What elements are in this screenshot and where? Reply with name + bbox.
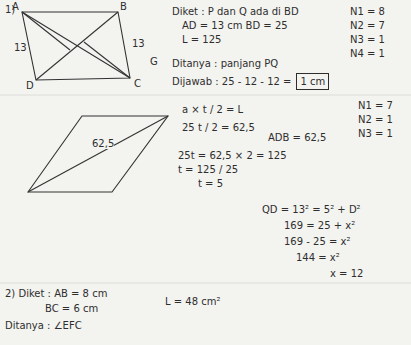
handwritten-note: N4 = 1	[350, 48, 385, 59]
answer-box: 1 cm	[296, 73, 329, 90]
handwritten-note: N2 = 1	[358, 114, 393, 125]
handwritten-note: N2 = 7	[350, 20, 385, 31]
handwritten-note: 13	[14, 42, 27, 53]
handwritten-note: Ditanya : panjang PQ	[172, 58, 278, 69]
handwritten-note: 13	[132, 38, 145, 49]
handwritten-note: N1 = 7	[358, 100, 393, 111]
handwritten-note: QD = 13² = 5² + D²	[262, 204, 361, 215]
handwritten-note: a × t / 2 = L	[182, 104, 243, 115]
handwritten-note: AD = 13 cm BD = 25	[182, 20, 288, 31]
handwritten-note: 2) Diket : AB = 8 cm	[5, 288, 107, 299]
handwritten-note: 144 = x²	[296, 252, 340, 263]
handwritten-note: Ditanya : ∠EFC	[5, 320, 82, 331]
handwritten-note: 62,5	[92, 138, 114, 149]
handwritten-note: t = 5	[198, 178, 223, 189]
handwritten-note: A	[12, 1, 19, 12]
handwritten-note: 25t = 62,5 × 2 = 125	[178, 150, 287, 161]
handwritten-note: D	[26, 80, 34, 91]
handwritten-note: ADB = 62,5	[268, 132, 326, 143]
handwritten-note: L = 125	[182, 34, 221, 45]
handwritten-note: 169 - 25 = x²	[284, 236, 350, 247]
ruled-lines	[0, 95, 411, 283]
handwritten-note: N3 = 1	[350, 34, 385, 45]
parallelogram-figure	[22, 12, 130, 80]
parallelogram-sketch	[28, 116, 168, 192]
handwritten-note: G	[150, 56, 158, 67]
handwritten-note: C	[134, 78, 141, 89]
handwritten-note: Dijawab : 25 - 12 - 12 =	[172, 76, 291, 87]
handwritten-note: 25 t / 2 = 62,5	[182, 122, 255, 133]
handwritten-note: B	[120, 1, 127, 12]
handwritten-note: t = 125 / 25	[178, 164, 238, 175]
answer-text: 1 cm	[300, 76, 325, 87]
handwritten-note: 169 = 25 + x²	[284, 220, 355, 231]
handwritten-note: BC = 6 cm	[45, 303, 98, 314]
handwritten-note: N3 = 1	[358, 128, 393, 139]
handwritten-note: L = 48 cm²	[165, 296, 220, 307]
handwritten-note: x = 12	[330, 268, 363, 279]
handwritten-note: N1 = 8	[350, 6, 385, 17]
handwritten-note: Diket : P dan Q ada di BD	[172, 6, 299, 17]
